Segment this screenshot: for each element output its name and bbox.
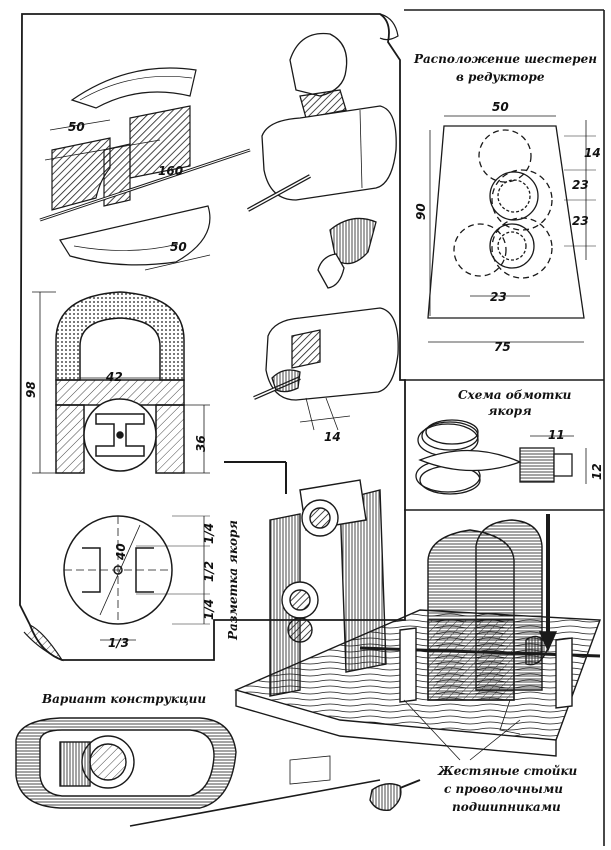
gear-dim-23-b: 23 (572, 214, 589, 228)
disk-dim-40: 40 (114, 543, 128, 560)
gear-layout-title-line-2: в редукторе (456, 70, 545, 84)
core-dim-50-top: 50 (68, 120, 85, 134)
gear-dim-23-a: 23 (572, 178, 589, 192)
disk-dim-half: 1/2 (202, 560, 216, 582)
coil-dim-11: 11 (548, 428, 565, 442)
winding-scheme-title-line-2: якоря (488, 404, 532, 418)
construction-variant-label: Вариант конструкции (42, 692, 207, 706)
disk-dim-third: 1/3 (108, 636, 130, 650)
stands-label-line-3: подшипниками (452, 800, 561, 814)
field-magnet-drawing (32, 291, 210, 474)
gear-layout-drawing (427, 115, 596, 343)
armature-dim-14: 14 (324, 430, 341, 444)
gear-dim-14: 14 (584, 146, 601, 160)
armature-marking-label: Разметка якоря (226, 520, 240, 640)
assembled-motor-model (224, 461, 601, 761)
armature-disk-drawing (63, 515, 210, 641)
core-dim-160: 160 (158, 164, 184, 178)
magnet-dim-36: 36 (194, 435, 208, 452)
stands-label-line-2: с проволочными (444, 782, 563, 796)
gear-dim-50: 50 (492, 100, 509, 114)
coil-dim-12: 12 (590, 463, 604, 480)
magnet-dim-42: 42 (106, 370, 123, 384)
winding-scheme-drawing (415, 419, 587, 495)
winding-scheme-title-line-1: Схема обмотки (458, 388, 572, 402)
gear-dim-23-c: 23 (490, 290, 507, 304)
exploded-core-drawing (39, 67, 251, 271)
magnet-dim-98: 98 (24, 381, 38, 398)
gear-layout-title-line-1: Расположение шестерен (414, 52, 597, 66)
gear-dim-75: 75 (494, 340, 511, 354)
construction-variant-drawing (15, 717, 421, 827)
stands-label-line-1: Жестяные стойки (438, 764, 578, 778)
gear-dim-90: 90 (414, 203, 428, 220)
disk-dim-quarter-top: 1/4 (202, 522, 216, 544)
disk-dim-quarter-bottom: 1/4 (202, 598, 216, 620)
armature-assembly-drawings (247, 32, 399, 431)
core-dim-50-bottom: 50 (170, 240, 187, 254)
